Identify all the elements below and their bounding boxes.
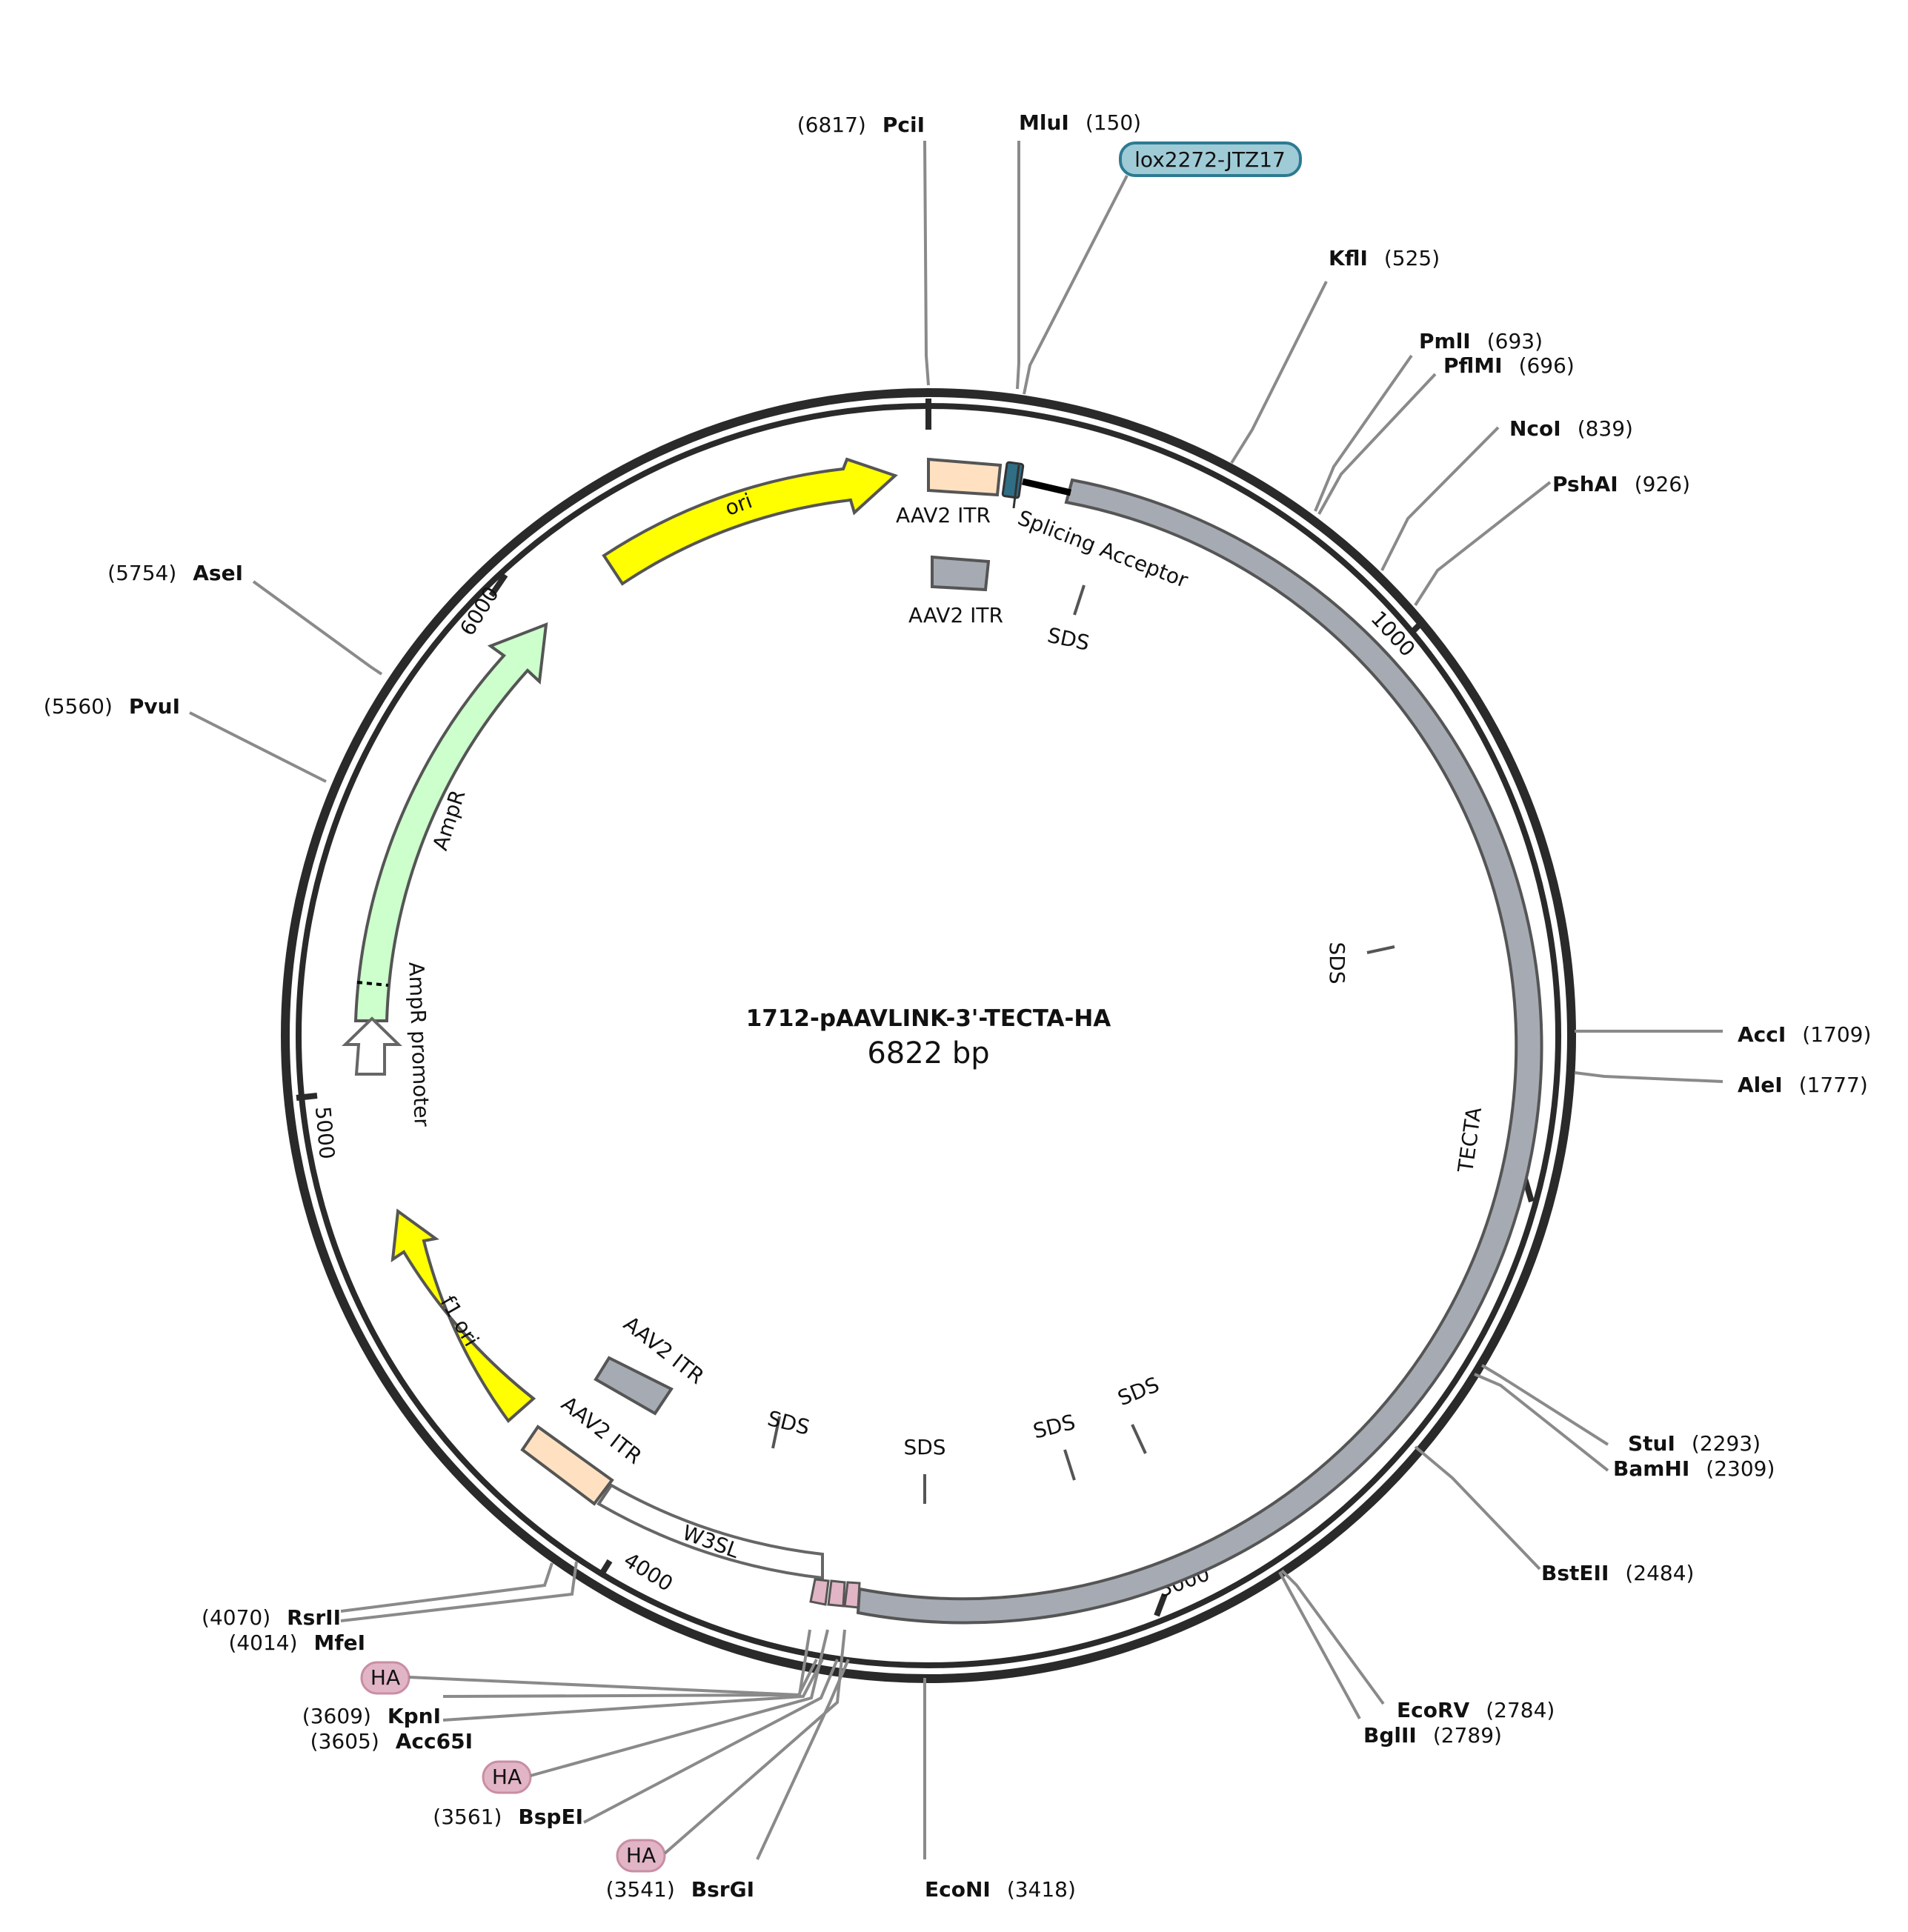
site-ncoi: NcoI(839)	[1509, 416, 1633, 441]
site-mlui: MluI(150)	[1019, 110, 1141, 135]
sds-markers: SDS SDS SDS SDS SDS SDS	[765, 584, 1395, 1504]
site-acci: AccI(1709)	[1738, 1022, 1871, 1047]
site-bspei: (3561)BspEI	[433, 1805, 583, 1829]
backbone	[281, 388, 1576, 1683]
site-pcii: (6817)PciI	[797, 113, 925, 137]
sds-label-1: SDS	[1046, 623, 1092, 656]
site-ecorv: EcoRV(2784)	[1397, 1698, 1555, 1722]
tick-1000	[1409, 619, 1426, 636]
ha-badge-3	[616, 1839, 666, 1873]
ampr-promoter-arrow	[342, 1016, 402, 1076]
lox-feature: lox2272-JTZ17	[1023, 141, 1302, 395]
site-bsteii: BstEII(2484)	[1541, 1561, 1694, 1585]
tick-5000	[296, 1093, 318, 1101]
ha-label-1: HA	[370, 1665, 400, 1690]
w3sl-arc	[596, 1483, 824, 1580]
site-labels: (6817)PciI MluI(150) KflI(525) PmlI(693)…	[44, 110, 1872, 1902]
sds-label-6: SDS	[1114, 1372, 1163, 1410]
site-pshai: PshAI(926)	[1552, 472, 1690, 496]
ha-segments	[809, 1578, 861, 1609]
itr-bottom-outer-box	[520, 1425, 614, 1506]
sds-label-5: SDS	[1031, 1410, 1077, 1444]
plasmid-size: 6822 bp	[867, 1036, 989, 1070]
ha-label-3: HA	[626, 1843, 656, 1868]
site-econi: EcoNI(3418)	[925, 1877, 1076, 1902]
plasmid-name: 1712-pAAVLINK-3'-TECTA-HA	[746, 1005, 1111, 1032]
lox-label: lox2272-JTZ17	[1134, 147, 1286, 172]
site-rsrii: (4070)RsrII	[202, 1605, 341, 1630]
itr-top-outer-label: AAV2 ITR	[896, 503, 991, 527]
site-pmli: PmlI(693)	[1419, 329, 1543, 353]
f1-ori-arrow	[390, 1208, 536, 1423]
itr-top-outer-box	[927, 457, 1003, 497]
itr-top-inner-box	[931, 555, 991, 592]
f1-ori-label: f1 ori	[436, 1291, 484, 1350]
ha-labels: HA HA HA	[360, 1629, 846, 1873]
tecta-label: TECTA	[1453, 1106, 1486, 1175]
site-bamhi: BamHI(2309)	[1613, 1456, 1775, 1481]
site-bglii: BglII(2789)	[1363, 1723, 1502, 1748]
tick-6000	[488, 573, 508, 598]
tick-3000	[1154, 1593, 1168, 1617]
itr-top-inner-label: AAV2 ITR	[908, 603, 1003, 627]
sds-label-4: SDS	[903, 1435, 945, 1459]
splicing-acceptor-marker	[1001, 461, 1072, 509]
site-alei: AleI(1777)	[1738, 1073, 1868, 1097]
sds-label-2: SDS	[1325, 942, 1349, 984]
ori-arrow	[602, 457, 898, 586]
site-pflmi: PflMI(696)	[1443, 353, 1575, 378]
site-pvui: (5560)PvuI	[44, 694, 180, 719]
ampr-promoter-label: AmpR promoter	[404, 962, 434, 1127]
ha-badge-2	[482, 1760, 532, 1794]
itr-bottom-inner-box	[594, 1356, 674, 1416]
site-kfli: KflI(525)	[1329, 246, 1440, 270]
w3sl-label: W3SL	[679, 1520, 743, 1563]
site-acc65i: (3605)Acc65I	[310, 1729, 473, 1753]
site-leaders	[189, 140, 1723, 1860]
ha-label-2: HA	[492, 1765, 522, 1789]
ampr-arrow	[353, 622, 548, 1022]
sds-label-3: SDS	[765, 1406, 812, 1440]
site-mfei: (4014)MfeI	[228, 1630, 365, 1655]
site-stui: StuI(2293)	[1628, 1431, 1761, 1456]
tecta-arc	[856, 478, 1543, 1625]
site-asei: (5754)AseI	[107, 561, 243, 585]
tick-label-5000: 5000	[310, 1105, 339, 1160]
site-bsrgi: (3541)BsrGI	[606, 1877, 754, 1902]
site-kpni: (3609)KpnI	[302, 1704, 441, 1728]
tick-4000	[597, 1559, 613, 1579]
